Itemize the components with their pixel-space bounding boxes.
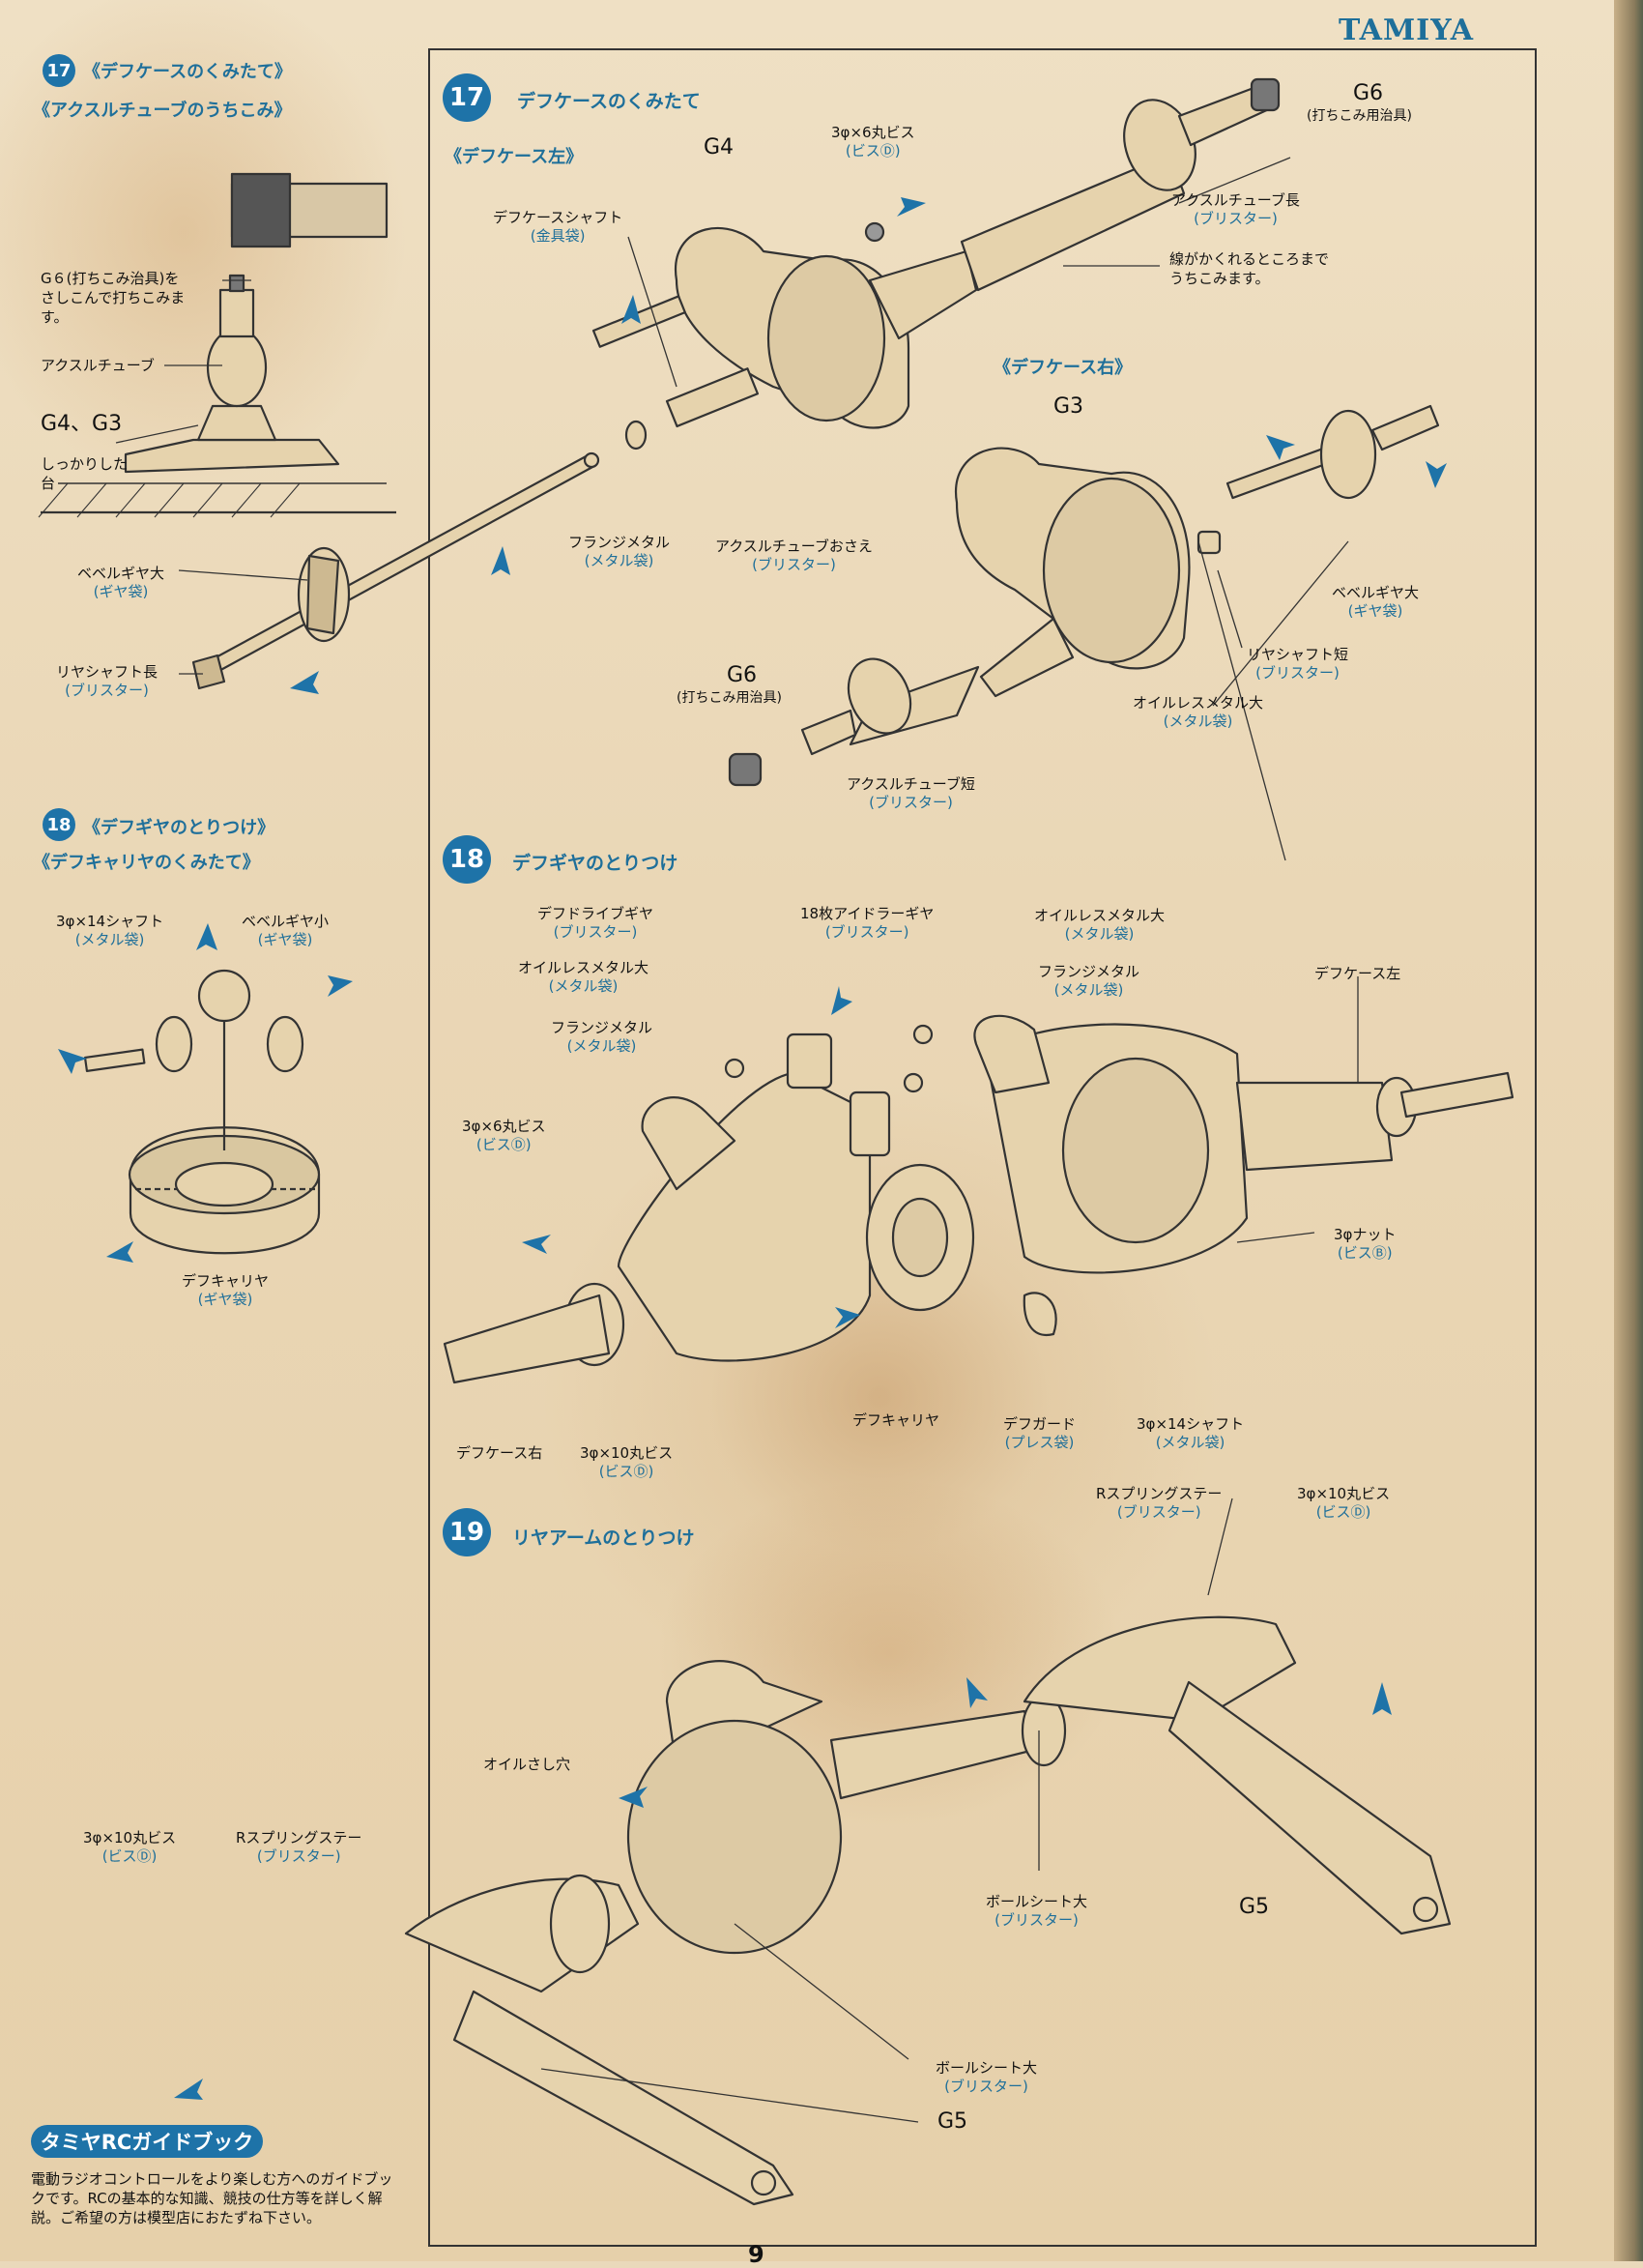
rear-arm-drawing <box>404 1615 1452 2206</box>
brand-logo: TAMIYA <box>1339 14 1474 47</box>
label-rear-shaft-short: リヤシャフト短(ブリスター) <box>1247 646 1349 682</box>
step-17-badge-side: 17 <box>43 54 75 87</box>
side-shaft-3x14: 3φ×14シャフト(メタル袋) <box>56 913 164 948</box>
diff-case-left-drawing <box>591 77 1281 451</box>
diff-gearbox-drawing <box>443 1014 1514 1384</box>
part-g6-top-note: (打ちこみ用治具) <box>1307 108 1412 124</box>
label-spring-stay-left: Rスプリングステー(ブリスター) <box>236 1829 362 1865</box>
diff-case-left-caption: 《デフケース左》 <box>445 147 584 167</box>
side-17-title: 《デフケースのくみたて》 <box>83 62 292 82</box>
part-g6-top-label: G6 <box>1353 81 1384 105</box>
stand-label: しっかりした 台 <box>41 455 129 492</box>
hammer-illustration <box>38 172 396 518</box>
step-19-title: リヤアームのとりつけ <box>512 1527 695 1549</box>
step-17-title: デフケースのくみたて <box>517 91 701 112</box>
g4-g3-label: G4、G3 <box>41 412 123 436</box>
label-spring-stay-right: Rスプリングステー(ブリスター) <box>1096 1485 1223 1521</box>
label-flange-metal-left: フランジメタル(メタル袋) <box>551 1019 653 1055</box>
page-number: 9 <box>748 2241 764 2268</box>
step-18-badge: 18 <box>443 835 491 884</box>
label-bevel-gear-large: ベベルギヤ大(ギヤ袋) <box>1332 584 1420 620</box>
label-diff-case-shaft: デフケースシャフト(金具袋) <box>493 209 623 245</box>
part-g6-bottom-label: G6 <box>727 663 758 687</box>
rc-guidebook-text: 電動ラジオコントロールをより楽しむ方へのガイドブックです。RCの基本的な知識、競… <box>31 2170 393 2226</box>
part-g5-right-label: G5 <box>1239 1895 1270 1919</box>
label-diff-drive-gear: デフドライブギヤ(ブリスター) <box>537 905 654 941</box>
rc-guidebook-badge: タミヤRCガイドブック <box>31 2125 263 2158</box>
main-panel-frame <box>428 48 1537 2247</box>
side-rear-shaft-long: リヤシャフト長(ブリスター) <box>56 663 159 699</box>
label-screw-3x6-b: 3φ×6丸ビス(ビスⒹ) <box>462 1118 546 1153</box>
side-bevel-gear-small: ベベルギヤ小(ギヤ袋) <box>242 913 330 948</box>
label-screw-3x6: 3φ×6丸ビス(ビスⒹ) <box>831 124 915 160</box>
axle-tube-label: アクスルチューブ <box>41 357 155 374</box>
direction-arrows <box>58 197 1447 2100</box>
hammer-depth-note: 線がかくれるところまで うちこみます。 <box>1169 250 1330 287</box>
label-screw-3x10-left: 3φ×10丸ビス(ビスⒹ) <box>83 1829 177 1865</box>
label-axle-tube-long: アクスルチューブ長(ブリスター) <box>1171 191 1300 227</box>
step-17-badge: 17 <box>443 73 491 122</box>
label-flange-metal-right: フランジメタル(メタル袋) <box>1038 963 1140 999</box>
label-ball-seat-right: ボールシート大(ブリスター) <box>986 1893 1088 1929</box>
label-nut-3: 3φナット(ビスⒷ) <box>1334 1226 1397 1262</box>
side-bevel-gear-large: ベベルギヤ大(ギヤ袋) <box>77 565 165 600</box>
part-g5-left-label: G5 <box>937 2109 968 2134</box>
side-18-subtitle: 《デフキャリヤのくみたて》 <box>33 853 260 873</box>
diff-case-right-caption: 《デフケース右》 <box>994 358 1133 378</box>
label-oil-hole: オイルさし穴 <box>483 1756 571 1773</box>
rear-shaft-long <box>191 451 600 690</box>
part-g4-label: G4 <box>704 135 735 160</box>
label-oilless-metal-right: オイルレスメタル大(メタル袋) <box>1034 907 1166 943</box>
step-19-badge: 19 <box>443 1508 491 1556</box>
binding-edge <box>1614 0 1643 2261</box>
part-g6-bottom-note: (打ちこみ用治具) <box>677 690 782 706</box>
label-diff-case-left: デフケース左 <box>1314 965 1401 982</box>
step-18-badge-side: 18 <box>43 808 75 841</box>
label-axle-tube-short: アクスルチューブ短(ブリスター) <box>847 775 975 811</box>
side-diff-carrier: デフキャリヤ(ギヤ袋) <box>182 1272 270 1308</box>
side-17-subtitle: 《アクスルチューブのうちこみ》 <box>33 101 292 121</box>
part-g3-label: G3 <box>1053 394 1084 419</box>
label-shaft-3x14: 3φ×14シャフト(メタル袋) <box>1137 1415 1245 1451</box>
leader-lines <box>115 157 1359 2123</box>
g6-jig-note: G６(打ちこみ治具)を さしこんで打ちこみま す。 <box>41 270 186 326</box>
label-diff-guard: デフガード(プレス袋) <box>1003 1415 1077 1451</box>
side-18-title: 《デフギヤのとりつけ》 <box>83 818 275 838</box>
label-flange-metal: フランジメタル(メタル袋) <box>568 534 671 569</box>
label-oilless-metal-left: オイルレスメタル大(メタル袋) <box>518 959 649 995</box>
label-oilless-metal: オイルレスメタル大(メタル袋) <box>1133 694 1264 730</box>
label-axle-tube-holder: アクスルチューブおさえ(ブリスター) <box>715 538 873 573</box>
label-screw-3x10: 3φ×10丸ビス(ビスⒹ) <box>580 1444 674 1480</box>
diff-carrier-assembly <box>83 969 321 1255</box>
label-idler-gear-18t: 18枚アイドラーギヤ(ブリスター) <box>800 905 935 941</box>
label-screw-3x10-right: 3φ×10丸ビス(ビスⒹ) <box>1297 1485 1391 1521</box>
label-diff-case-right: デフケース右 <box>456 1444 543 1462</box>
step-18-title: デフギヤのとりつけ <box>512 853 678 874</box>
label-diff-carrier: デフキャリヤ <box>852 1411 940 1429</box>
diff-case-right-drawing <box>728 404 1440 787</box>
label-ball-seat-left: ボールシート大(ブリスター) <box>936 2059 1038 2095</box>
